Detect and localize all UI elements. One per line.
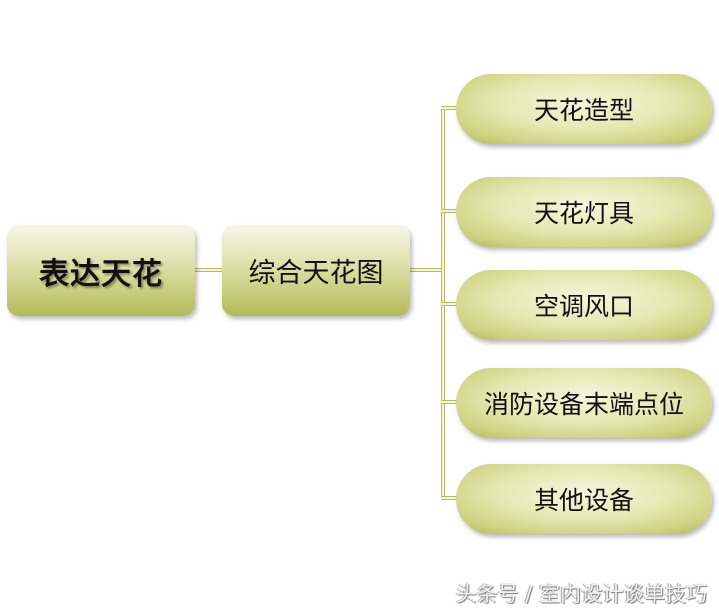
leaf-node-label: 其他设备 (533, 486, 634, 515)
leaf-node-ceiling-lighting: 天花灯具 (456, 177, 712, 247)
connector-leaf-1 (441, 106, 459, 110)
leaf-node-other-equipment: 其他设备 (456, 464, 712, 534)
leaf-node-ceiling-shape: 天花造型 (456, 74, 712, 144)
root-node-label: 表达天花 (39, 256, 163, 292)
watermark: 头条号 / 室内设计谈单技巧 (455, 582, 707, 606)
leaf-node-label: 天花灯具 (533, 199, 634, 228)
connector-middle-to-trunk (408, 268, 445, 272)
leaf-node-ac-vents: 空调风口 (456, 270, 712, 340)
leaf-node-label: 空调风口 (533, 292, 634, 321)
leaf-node-label: 天花造型 (533, 96, 634, 125)
leaf-node-label: 消防设备末端点位 (483, 390, 684, 419)
connector-leaf-5 (441, 496, 459, 500)
middle-node-label: 综合天花图 (248, 258, 384, 289)
connector-leaf-2 (441, 209, 459, 213)
leaf-node-fire-equipment: 消防设备末端点位 (456, 368, 712, 438)
connector-leaf-3 (441, 302, 459, 306)
middle-node: 综合天花图 (222, 225, 410, 316)
connector-root-to-middle (193, 268, 224, 272)
root-node: 表达天花 (7, 225, 195, 316)
connector-leaf-4 (441, 400, 459, 404)
